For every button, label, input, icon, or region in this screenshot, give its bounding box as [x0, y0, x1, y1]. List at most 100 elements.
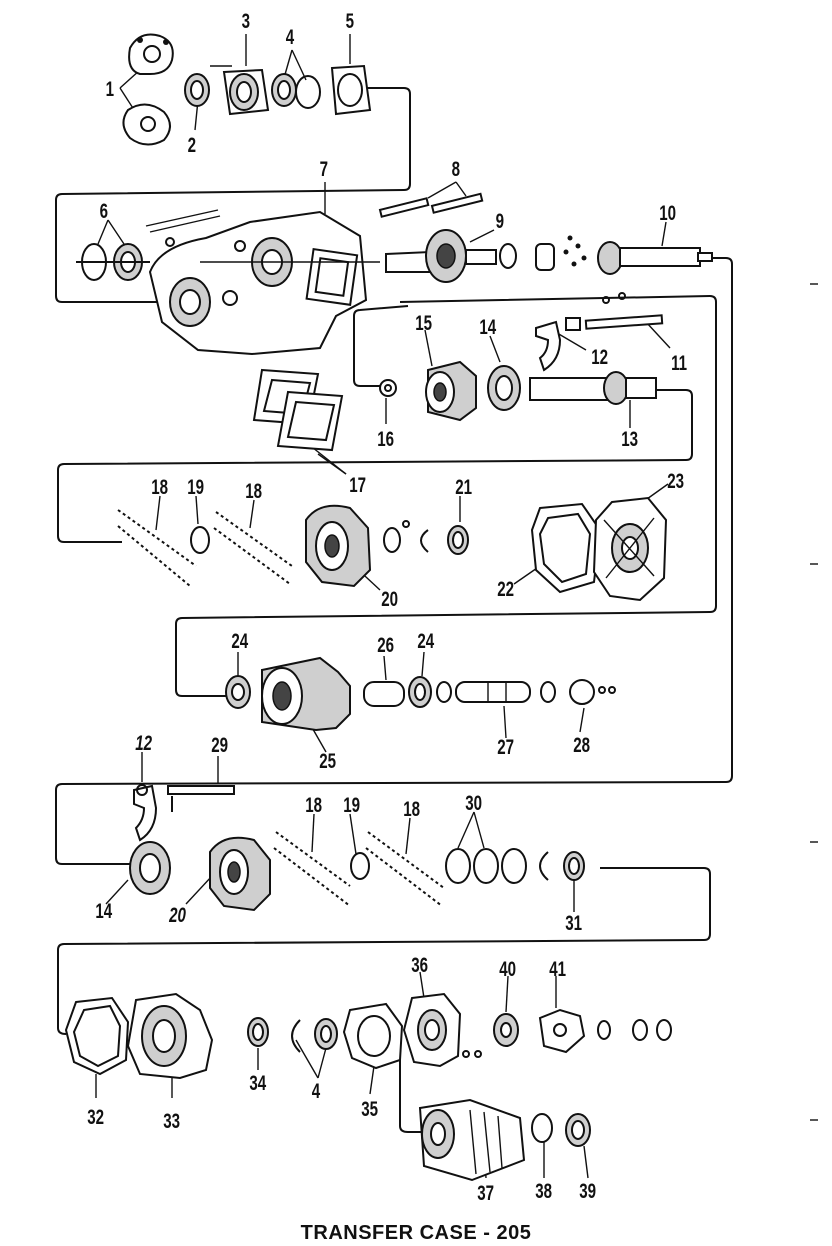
part-24-bearing-a — [225, 675, 251, 709]
part-30-thrust-washers — [445, 848, 549, 884]
callout-19: 19 — [343, 792, 360, 816]
part-32-gasket — [64, 996, 130, 1076]
part-29-shift-rail — [167, 785, 235, 812]
callout-26: 26 — [377, 632, 394, 656]
callout-1: 1 — [106, 76, 114, 100]
callout-20: 20 — [168, 902, 186, 926]
part-17-gaskets-cover — [252, 368, 344, 452]
callout-12: 12 — [135, 730, 152, 754]
callout-40: 40 — [499, 956, 516, 980]
callout-2: 2 — [188, 132, 196, 156]
callout-16: 16 — [377, 426, 394, 450]
callout-7: 7 — [320, 156, 328, 180]
callout-10: 10 — [659, 200, 676, 224]
part-25-idler-gear — [261, 656, 351, 732]
part-35-gasket — [342, 1002, 404, 1070]
part-19-snapring-b — [350, 852, 370, 880]
callout-36: 36 — [411, 952, 428, 976]
callout-28: 28 — [573, 732, 590, 756]
part-14-clutch-sleeve — [487, 365, 521, 411]
callout-11: 11 — [671, 350, 687, 374]
callout-31: 31 — [565, 910, 582, 934]
callout-numbers: 1 2 3 4 5 6 7 8 9 10 11 12 13 14 15 16 1… — [87, 8, 687, 1204]
callout-25: 25 — [319, 748, 336, 772]
callout-20: 20 — [381, 586, 398, 610]
part-4-bearing-snapring — [271, 73, 321, 109]
callout-29: 29 — [211, 732, 228, 756]
part-40-washer — [493, 1013, 519, 1047]
part-22-gasket — [530, 502, 602, 594]
part-14-clutch-sleeve-b — [129, 841, 171, 895]
part-6-bearing-snapring — [76, 243, 150, 281]
callout-4: 4 — [312, 1078, 321, 1102]
callout-37: 37 — [477, 1180, 494, 1204]
part-11-shift-rail — [584, 292, 664, 330]
group-bracket-lines — [55, 87, 733, 1133]
callout-17: 17 — [349, 472, 366, 496]
callout-4: 4 — [286, 24, 295, 48]
part-12-shift-fork-b — [133, 784, 158, 842]
part-3-bearing-retainer — [210, 65, 270, 116]
callout-18: 18 — [403, 796, 420, 820]
part-15-gear — [425, 360, 477, 422]
part-12-shift-fork — [535, 317, 581, 372]
part-8-pins — [378, 192, 484, 218]
callout-21: 21 — [455, 474, 472, 498]
callout-19: 19 — [187, 474, 204, 498]
callout-6: 6 — [100, 198, 108, 222]
callout-14: 14 — [479, 314, 496, 338]
part-39-seal — [565, 1113, 591, 1147]
callout-22: 22 — [497, 576, 514, 600]
callout-24: 24 — [231, 628, 248, 652]
part-24-bearing-b — [408, 676, 452, 708]
callout-18: 18 — [245, 478, 262, 502]
part-19-snapring-a — [190, 526, 210, 554]
diagram-caption: TRANSFER CASE - 205 — [300, 1222, 532, 1244]
part-7-case — [145, 209, 380, 356]
part-18-chain-c — [273, 831, 351, 907]
part-21-small-parts — [383, 520, 469, 555]
callout-23: 23 — [667, 468, 684, 492]
part-20-sprocket-a — [305, 504, 372, 588]
callout-27: 27 — [497, 734, 514, 758]
callout-24: 24 — [417, 628, 434, 652]
part-18-chain-a — [117, 509, 197, 587]
part-16-washer — [379, 379, 397, 397]
callout-30: 30 — [465, 790, 482, 814]
part-18-chain-d — [365, 831, 445, 907]
part-13-mainshaft — [529, 371, 657, 405]
callout-5: 5 — [346, 8, 354, 32]
part-31-bearing — [563, 851, 585, 881]
part-23-front-output-housing — [592, 496, 668, 602]
callout-9: 9 — [496, 208, 504, 232]
callout-33: 33 — [163, 1108, 180, 1132]
callout-41: 41 — [549, 956, 566, 980]
callout-38: 38 — [535, 1178, 552, 1202]
callout-8: 8 — [452, 156, 460, 180]
part-37-extension-housing — [418, 1098, 526, 1182]
callout-18: 18 — [151, 474, 168, 498]
part-41-yoke — [538, 1008, 672, 1054]
part-20-sprocket-b — [209, 836, 271, 912]
callout-15: 15 — [415, 310, 432, 334]
part-1-flanges — [122, 33, 174, 146]
margin-ticks — [810, 283, 818, 1121]
callout-18: 18 — [305, 792, 322, 816]
part-26-spacer — [363, 681, 405, 707]
callout-34: 34 — [249, 1070, 266, 1094]
callout-39: 39 — [579, 1178, 596, 1202]
callout-12: 12 — [591, 344, 608, 368]
part-4-bearing-snapring-b — [291, 1018, 338, 1053]
part-34-bearing — [247, 1017, 269, 1047]
callout-14: 14 — [95, 898, 112, 922]
part-10-output-shaft — [563, 235, 713, 275]
part-38-bushing — [531, 1113, 553, 1143]
part-9-input-shaft — [385, 229, 555, 283]
part-18-chain-b — [213, 511, 293, 585]
callout-35: 35 — [361, 1096, 378, 1120]
part-36-retainer — [402, 992, 482, 1068]
callout-13: 13 — [621, 426, 638, 450]
part-2-seal — [184, 73, 210, 107]
callout-3: 3 — [242, 8, 250, 32]
